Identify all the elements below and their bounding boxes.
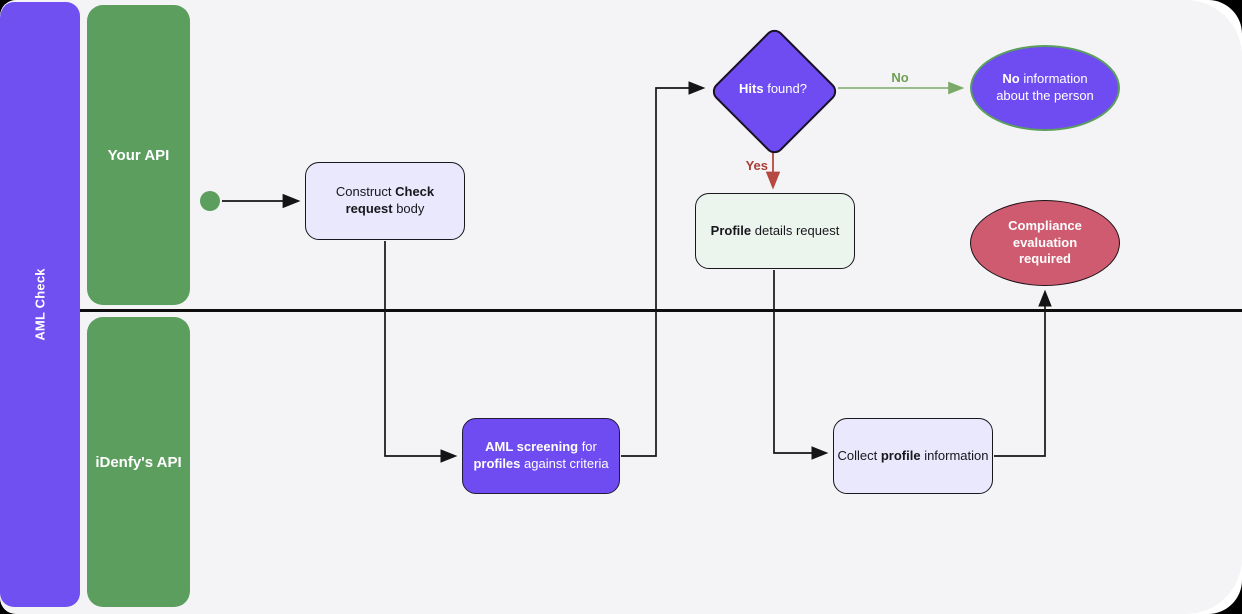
node-profile-details-request: Profile details request [695,193,855,269]
arrow-construct-to-aml-screening [384,241,458,463]
lane-divider [80,309,1242,312]
node-hits-found: Hits found? [739,80,807,96]
node-no-information: No information about the person [970,45,1120,131]
lane-your-api-label: Your API [107,146,170,164]
arrow-profile-details-to-collect [773,270,829,460]
lane-idenfy-api: iDenfy's API [87,317,190,607]
start-node [200,191,220,211]
pool-title: AML Check [32,268,48,341]
arrow-collect-to-compliance [994,289,1052,457]
edge-label-yes: Yes [745,158,768,173]
pool-title-bar: AML Check [0,2,80,607]
lane-idenfy-api-label: iDenfy's API [95,453,182,471]
node-collect-profile-information: Collect profile information [833,418,993,494]
node-construct-check-request: Construct Check request body [305,162,465,240]
node-aml-screening: AML screening for profiles against crite… [462,418,620,494]
arrow-aml-screening-to-hits-found [621,81,706,457]
node-compliance-evaluation-required: Compliance evaluation required [970,200,1120,286]
edge-label-no: No [891,70,909,85]
lane-your-api: Your API [87,5,190,305]
